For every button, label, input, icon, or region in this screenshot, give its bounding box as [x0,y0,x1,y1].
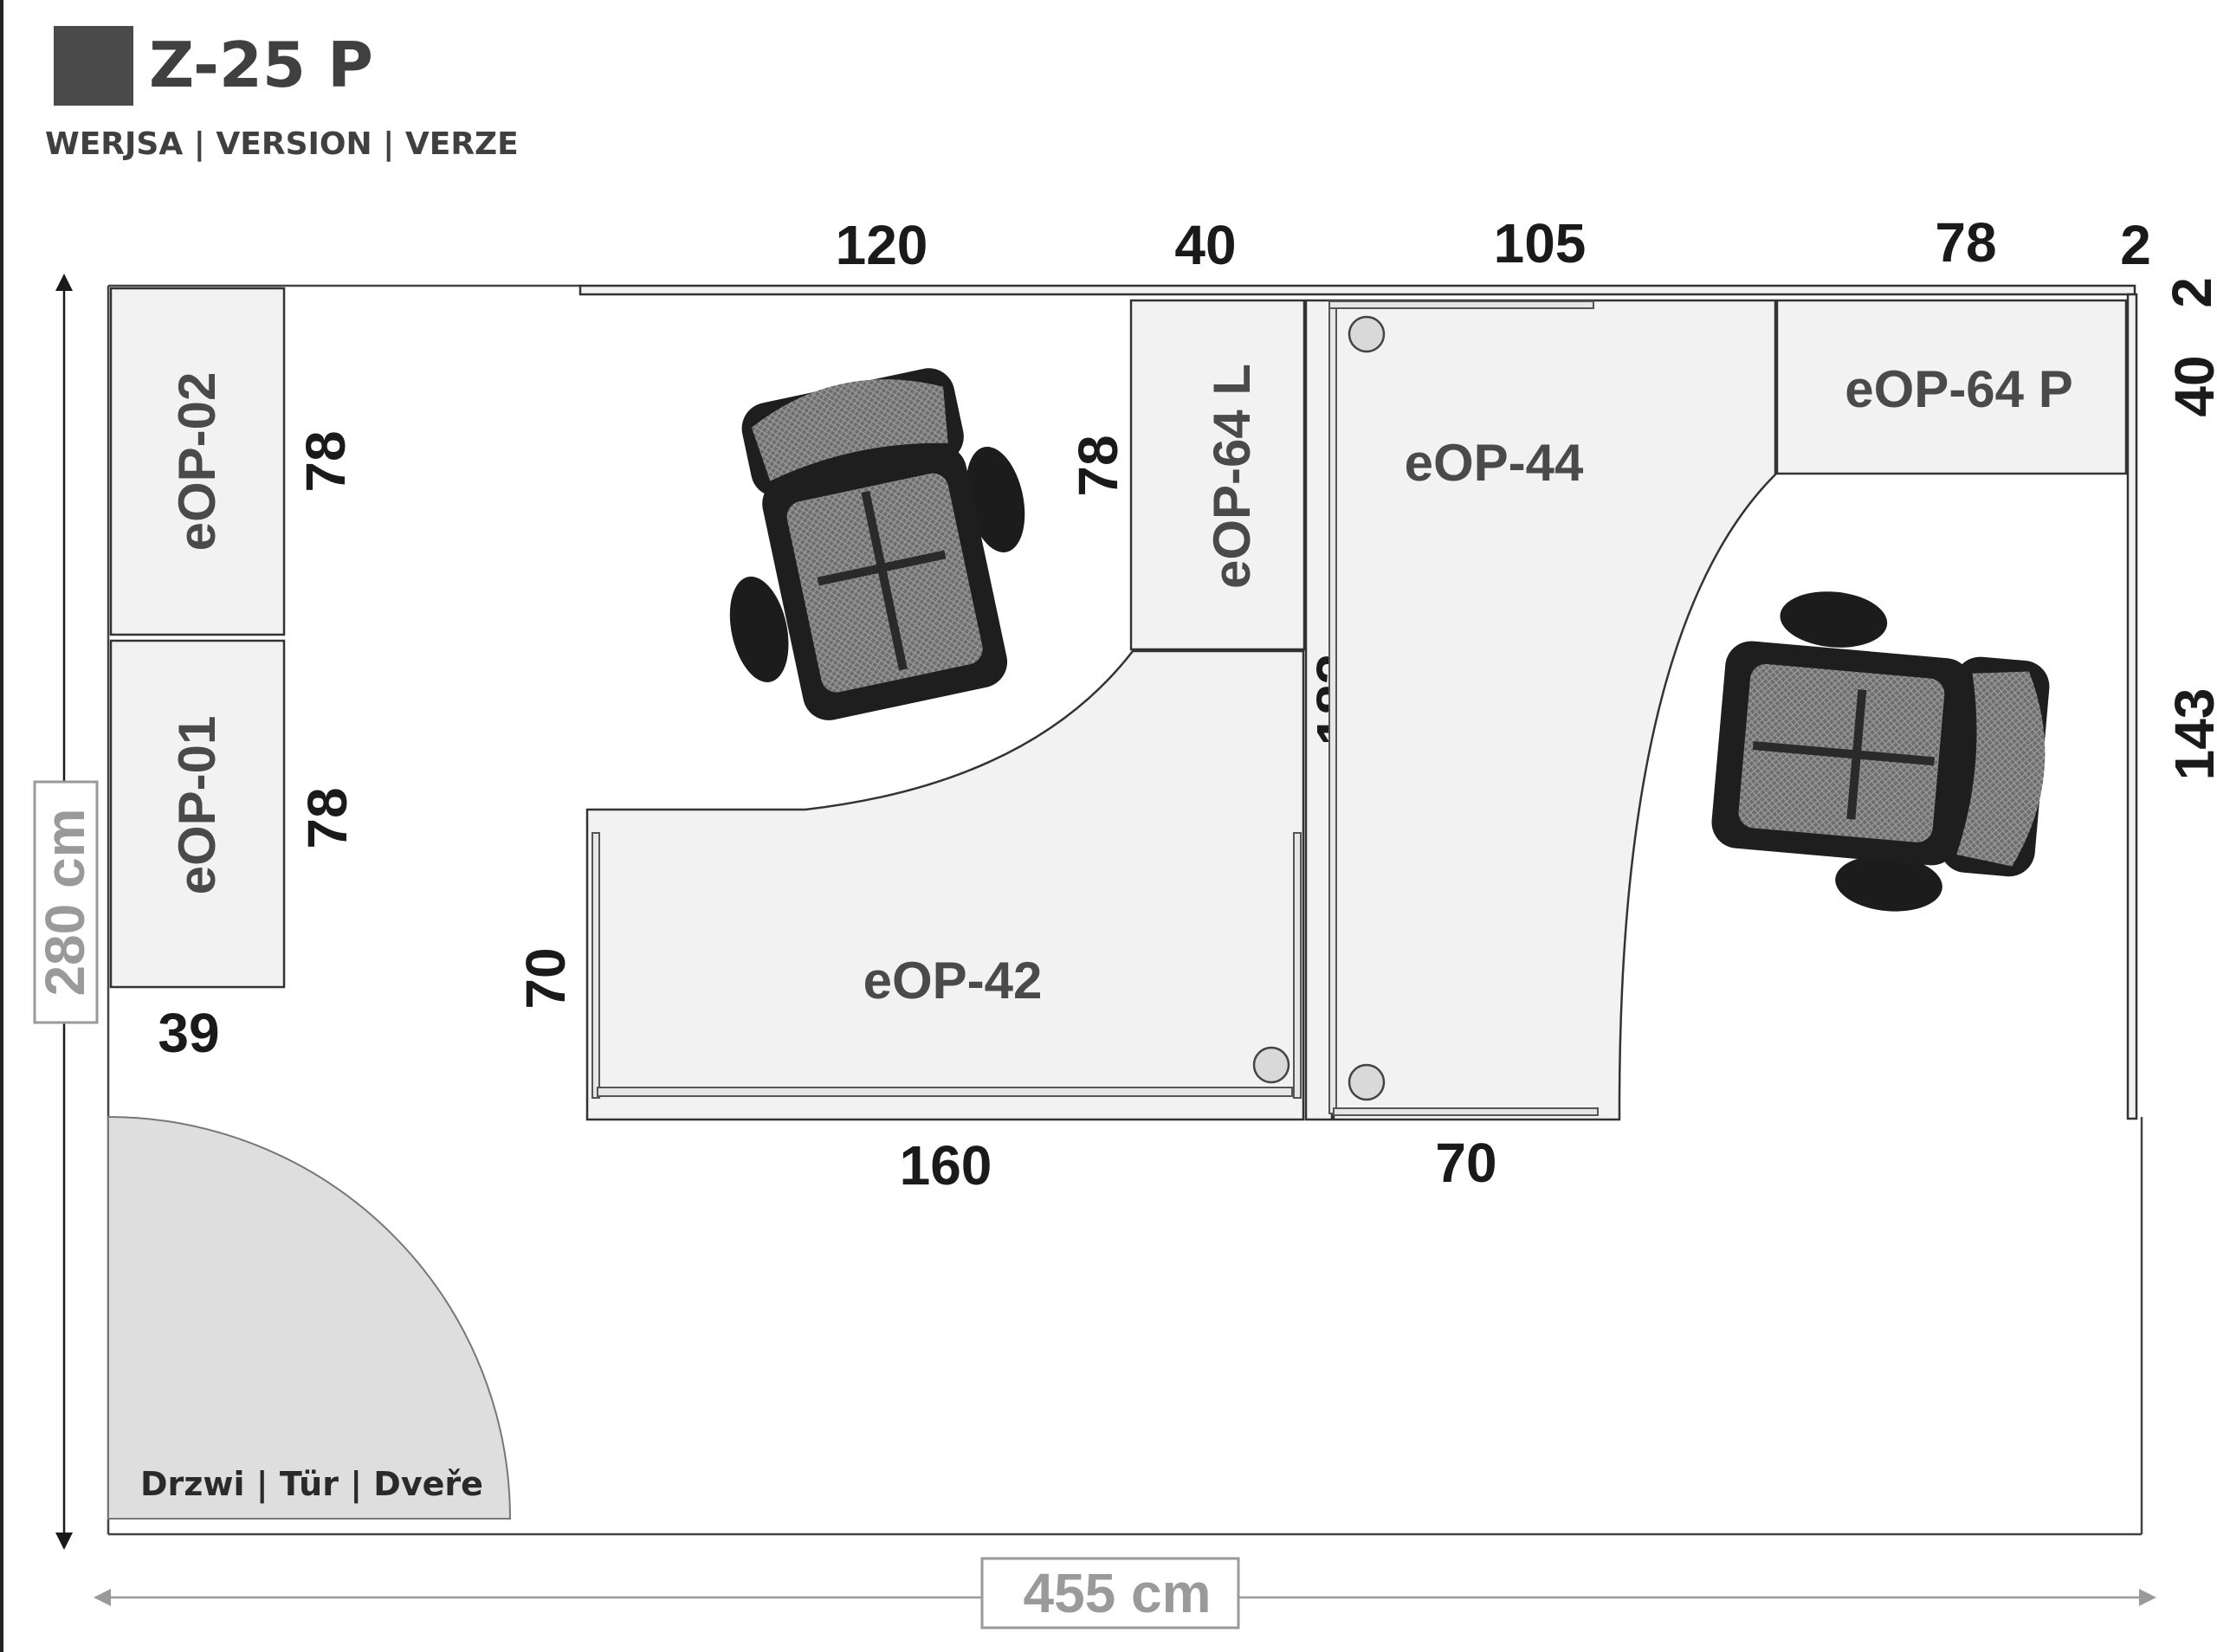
dim-top-105: 105 [1494,212,1587,274]
desk-eop-42-front-plate [597,1087,1293,1097]
dim-bottom-160: 160 [900,1134,992,1197]
dim-right-143: 143 [2163,688,2217,781]
dim-top-2: 2 [2120,214,2151,276]
header-color-swatch [54,26,133,106]
dim-top-40: 40 [1174,214,1236,276]
desk-eop-42 [585,649,1305,1121]
cable-grommet-eop-42 [1252,1046,1290,1084]
label-eop-01: eOP-01 [168,716,226,895]
right-wall-panel [2126,293,2138,1120]
page-title: Z-25 P [149,29,373,101]
door-label: Drzwi | Tür | Dveře [140,1465,483,1504]
middle-divider-panel [1304,299,1334,1121]
dim-eop-42-70: 70 [514,947,577,1009]
office-chair-icon-right [1711,591,2050,912]
cabinet-eop-01 [109,639,286,989]
width-label-box [980,1557,1240,1629]
label-eop-64-l: eOP-64 L [1203,364,1261,589]
dim-eop-01-78: 78 [296,787,359,849]
label-eop-42: eOP-42 [863,952,1043,1010]
dim-top-78: 78 [1935,211,1996,274]
label-eop-64-p: eOP-64 P [1845,360,2072,418]
office-chair-icon-left [729,368,1025,720]
height-label: 280 cm [34,808,96,996]
dim-right-40: 40 [2163,355,2217,416]
page-left-border [0,0,3,1652]
cabinet-eop-02 [109,287,286,636]
top-wall-panel [578,284,2136,296]
cable-grommet-eop-44-bottom [1348,1063,1386,1101]
cable-grommet-eop-44-top [1348,315,1386,353]
desk-eop-44 [1332,299,1777,1121]
dim-bottom-70: 70 [1435,1132,1496,1194]
width-label: 455 cm [1023,1562,1211,1624]
label-eop-02: eOP-02 [168,372,226,552]
cabinet-eop-64-p [1775,299,2128,475]
desk-eop-42-left-plate [591,832,600,1099]
desk-eop-44-bottom-plate [1333,1107,1599,1116]
cabinet-eop-64-l [1129,299,1306,651]
version-subtitle: WERJSA | VERSION | VERZE [45,126,519,162]
height-label-box [33,780,99,1024]
desk-eop-42-right-plate [1293,832,1302,1099]
desk-eop-44-top-plate [1328,300,1594,309]
dim-top-120: 120 [836,214,928,276]
dim-left-39: 39 [158,1002,219,1064]
dim-right-2: 2 [2161,277,2217,308]
label-eop-44: eOP-44 [1405,434,1584,492]
dim-eop-02-78: 78 [294,430,357,492]
dim-eop-64-l-78: 78 [1067,435,1129,496]
desk-eop-44-side-plate [1328,300,1337,1114]
door-swing [107,1115,512,1520]
